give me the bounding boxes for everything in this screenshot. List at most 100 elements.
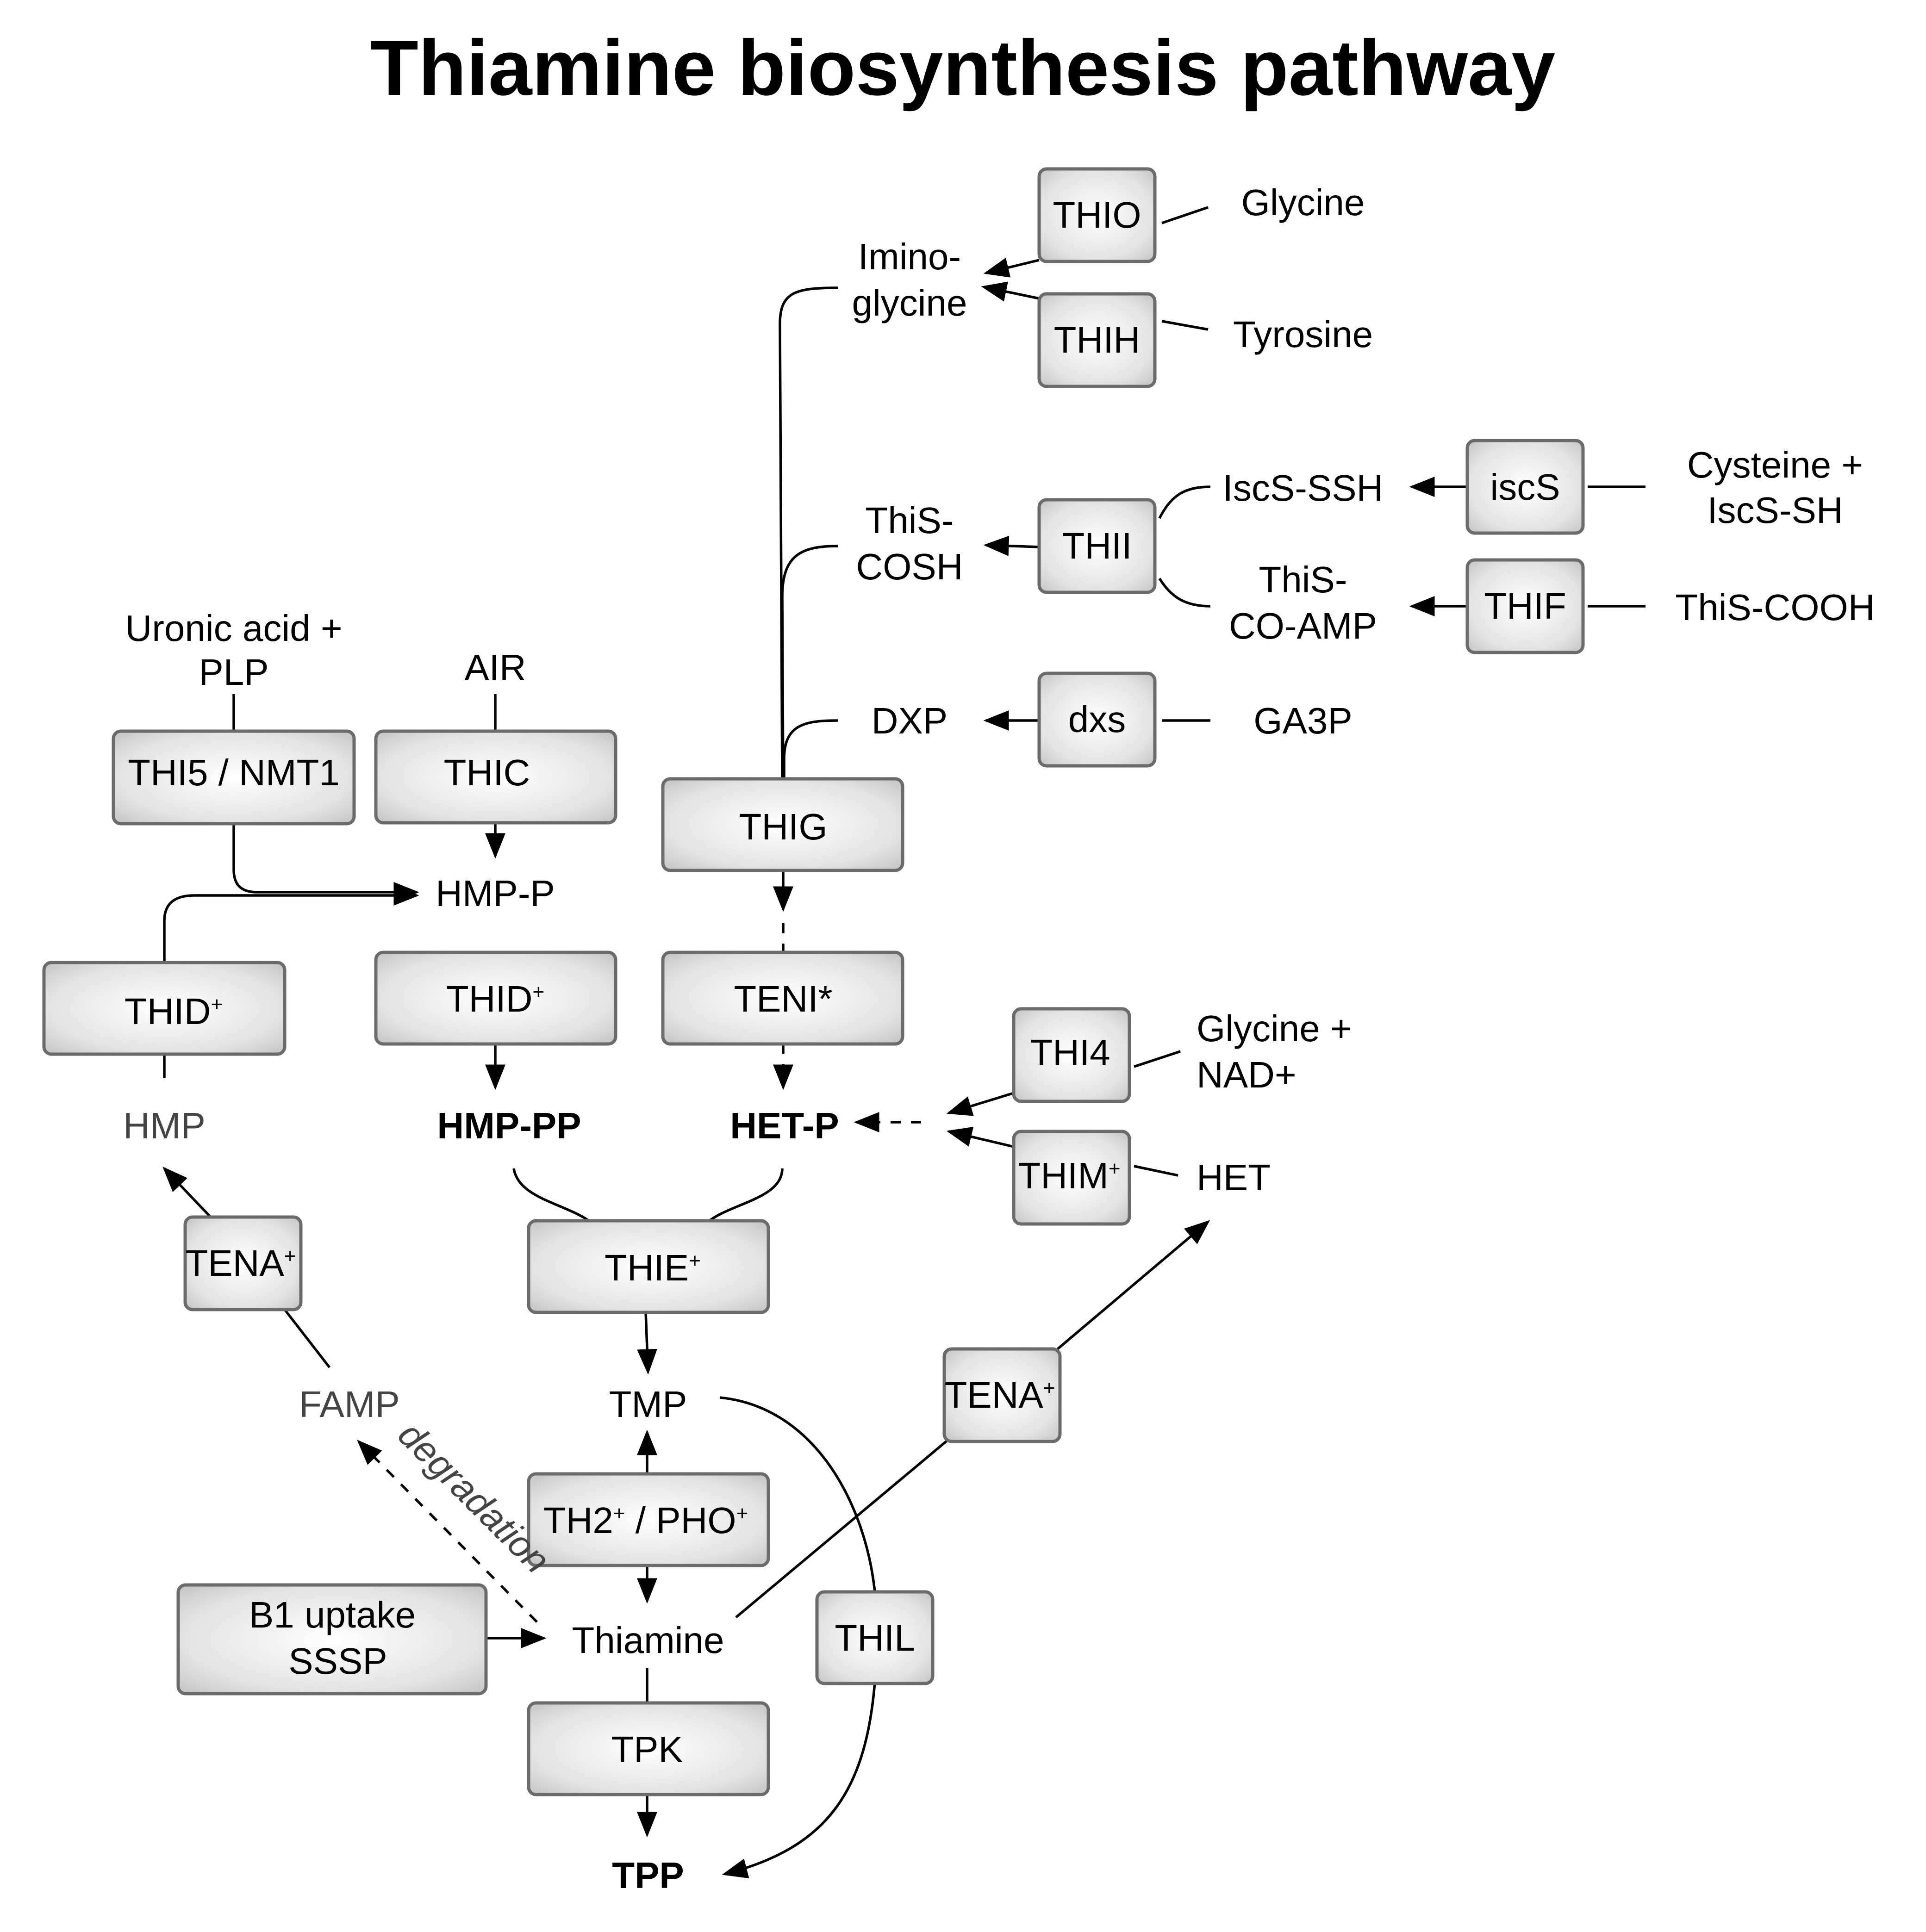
connector-iminoglycine-thig bbox=[779, 286, 838, 780]
connector-iscsssh-thii bbox=[1158, 485, 1211, 519]
metabolite-iminoglycine-line2: glycine bbox=[852, 282, 967, 323]
diagram-title: Thiamine biosynthesis pathway bbox=[370, 24, 1555, 112]
arrow-thie-tmp bbox=[637, 1311, 658, 1375]
metabolite-air: AIR bbox=[464, 647, 526, 688]
connector-thiamine-tena-right bbox=[735, 1438, 950, 1619]
enzyme-label-line1: B1 uptake bbox=[249, 1594, 416, 1635]
enzyme-box-thii: THII bbox=[1037, 498, 1157, 594]
metabolite-cysteine-line1: Cysteine + bbox=[1687, 444, 1863, 485]
arrow-tena-left-hmp bbox=[162, 1167, 212, 1218]
connector-thiscosh-thig bbox=[781, 545, 838, 780]
metabolite-glycine: Glycine bbox=[1241, 182, 1365, 223]
enzyme-label: THII bbox=[1062, 525, 1132, 566]
enzyme-box-thie: THIE+ bbox=[527, 1219, 770, 1314]
enzyme-box-teni: TENI* bbox=[661, 950, 904, 1046]
enzyme-box-dxs: dxs bbox=[1037, 671, 1157, 768]
enzyme-box-thi4: THI4 bbox=[1012, 1007, 1131, 1103]
connector-hmppp-thie bbox=[512, 1168, 591, 1223]
enzyme-box-b1-uptake: B1 uptake SSSP bbox=[176, 1583, 488, 1696]
arrow-thih-iminoglycine bbox=[981, 281, 1040, 302]
connector-hetp-thie bbox=[707, 1168, 784, 1223]
arrow-thio-iminoglycine bbox=[983, 257, 1040, 278]
metabolite-this-cosh-line2: COSH bbox=[856, 546, 963, 587]
metabolite-tpp: TPP bbox=[612, 1855, 684, 1896]
connector-thiscoamp-thii bbox=[1158, 578, 1211, 608]
connector-dxp-thig bbox=[783, 719, 838, 780]
arrow-thi5-hmpp bbox=[232, 824, 419, 902]
enzyme-box-thid-left: THID+ bbox=[42, 961, 287, 1056]
enzyme-box-thig: THIG bbox=[661, 777, 904, 872]
enzyme-label: THIM+ bbox=[1018, 1155, 1120, 1196]
metabolite-hmp: HMP bbox=[123, 1105, 206, 1146]
enzyme-label: THIO bbox=[1053, 194, 1141, 236]
metabolite-glycine-nad-line2: NAD+ bbox=[1197, 1054, 1296, 1095]
enzyme-box-thim: THIM+ bbox=[1012, 1130, 1131, 1226]
enzyme-box-thif: THIF bbox=[1465, 558, 1585, 654]
enzyme-label: TPK bbox=[611, 1729, 683, 1770]
enzyme-label: TENI* bbox=[734, 978, 832, 1019]
metabolite-this-coamp-line1: ThiS- bbox=[1259, 559, 1347, 600]
connector-glycine-thio bbox=[1161, 206, 1209, 224]
metabolite-ga3p: GA3P bbox=[1253, 700, 1352, 741]
enzyme-box-th2-pho: TH2+ / PHO+ bbox=[527, 1472, 770, 1567]
metabolite-hmp-p: HMP-P bbox=[436, 873, 555, 914]
enzyme-label: TENA+ bbox=[185, 1242, 296, 1284]
enzyme-label: THIL bbox=[835, 1617, 915, 1659]
arrow-thim-junction bbox=[946, 1126, 1014, 1148]
metabolite-het-p: HET-P bbox=[730, 1105, 839, 1146]
enzyme-box-tena-right: TENA+ bbox=[942, 1347, 1062, 1443]
connector-het-thim bbox=[1134, 1165, 1178, 1177]
connector-tyrosine-thih bbox=[1161, 320, 1209, 331]
metabolite-hmp-pp: HMP-PP bbox=[437, 1105, 581, 1146]
arrow-thii-thiscosh bbox=[983, 535, 1040, 556]
enzyme-box-thi5-nmt1: THI5 / NMT1 bbox=[112, 729, 356, 826]
arrow-thi4-junction bbox=[946, 1092, 1014, 1116]
enzyme-label: THIF bbox=[1484, 585, 1566, 627]
metabolite-uronic-acid-line2: PLP bbox=[199, 652, 268, 693]
metabolite-tmp: TMP bbox=[609, 1384, 687, 1425]
metabolite-uronic-acid-line1: Uronic acid + bbox=[125, 608, 342, 649]
arrow-tena-right-het bbox=[1057, 1220, 1210, 1350]
metabolite-het: HET bbox=[1197, 1157, 1271, 1198]
metabolite-glycine-nad-line1: Glycine + bbox=[1197, 1008, 1352, 1049]
metabolites: Glycine Tyrosine Imino- glycine IscS-SSH… bbox=[123, 182, 1875, 1896]
arrow-degradation-famp bbox=[357, 1440, 538, 1623]
enzyme-box-iscs: iscS bbox=[1465, 439, 1585, 535]
enzyme-label: TH2+ / PHO+ bbox=[543, 1500, 748, 1541]
metabolite-iscs-ssh: IscS-SSH bbox=[1223, 467, 1384, 509]
connector-glycinenad-thi4 bbox=[1134, 1050, 1181, 1068]
enzyme-box-thih: THIH bbox=[1037, 292, 1157, 388]
enzyme-label: dxs bbox=[1068, 699, 1126, 740]
connectors bbox=[162, 206, 1646, 1879]
arrow-thid-left-hmpp bbox=[163, 885, 419, 963]
metabolite-this-cooh: ThiS-COOH bbox=[1675, 587, 1875, 628]
metabolite-famp: FAMP bbox=[299, 1384, 400, 1425]
enzyme-box-tpk: TPK bbox=[527, 1701, 770, 1796]
metabolite-thiamine: Thiamine bbox=[572, 1620, 724, 1661]
enzyme-label: THI4 bbox=[1030, 1032, 1110, 1073]
enzyme-label: THID+ bbox=[446, 978, 544, 1019]
enzyme-box-thio: THIO bbox=[1037, 167, 1157, 263]
metabolite-this-cosh-line1: ThiS- bbox=[865, 500, 954, 541]
enzyme-box-tena-left: TENA+ bbox=[183, 1215, 303, 1311]
enzyme-label: iscS bbox=[1490, 466, 1560, 508]
enzyme-label: THID+ bbox=[125, 991, 223, 1032]
metabolite-iminoglycine-line1: Imino- bbox=[858, 236, 961, 277]
metabolite-cysteine-line2: IscS-SH bbox=[1707, 490, 1843, 531]
metabolite-tyrosine: Tyrosine bbox=[1233, 314, 1373, 355]
enzyme-label: THIG bbox=[739, 806, 827, 847]
connector-tmp-thil bbox=[719, 1396, 876, 1592]
enzyme-label: THI5 / NMT1 bbox=[128, 752, 340, 793]
enzyme-label: THIH bbox=[1054, 319, 1141, 360]
metabolite-this-coamp-line2: CO-AMP bbox=[1229, 605, 1377, 646]
enzyme-label: THIE+ bbox=[605, 1247, 701, 1288]
arrow-thil-tpp bbox=[722, 1682, 876, 1879]
metabolite-dxp: DXP bbox=[872, 700, 948, 741]
enzyme-label: TENA+ bbox=[944, 1374, 1055, 1416]
connector-famp-tena-left bbox=[283, 1309, 331, 1368]
enzyme-box-thid-mid: THID+ bbox=[374, 950, 617, 1046]
enzyme-label: THIC bbox=[444, 752, 530, 793]
enzyme-box-thic: THIC bbox=[374, 729, 617, 825]
enzyme-box-thil: THIL bbox=[815, 1590, 935, 1685]
